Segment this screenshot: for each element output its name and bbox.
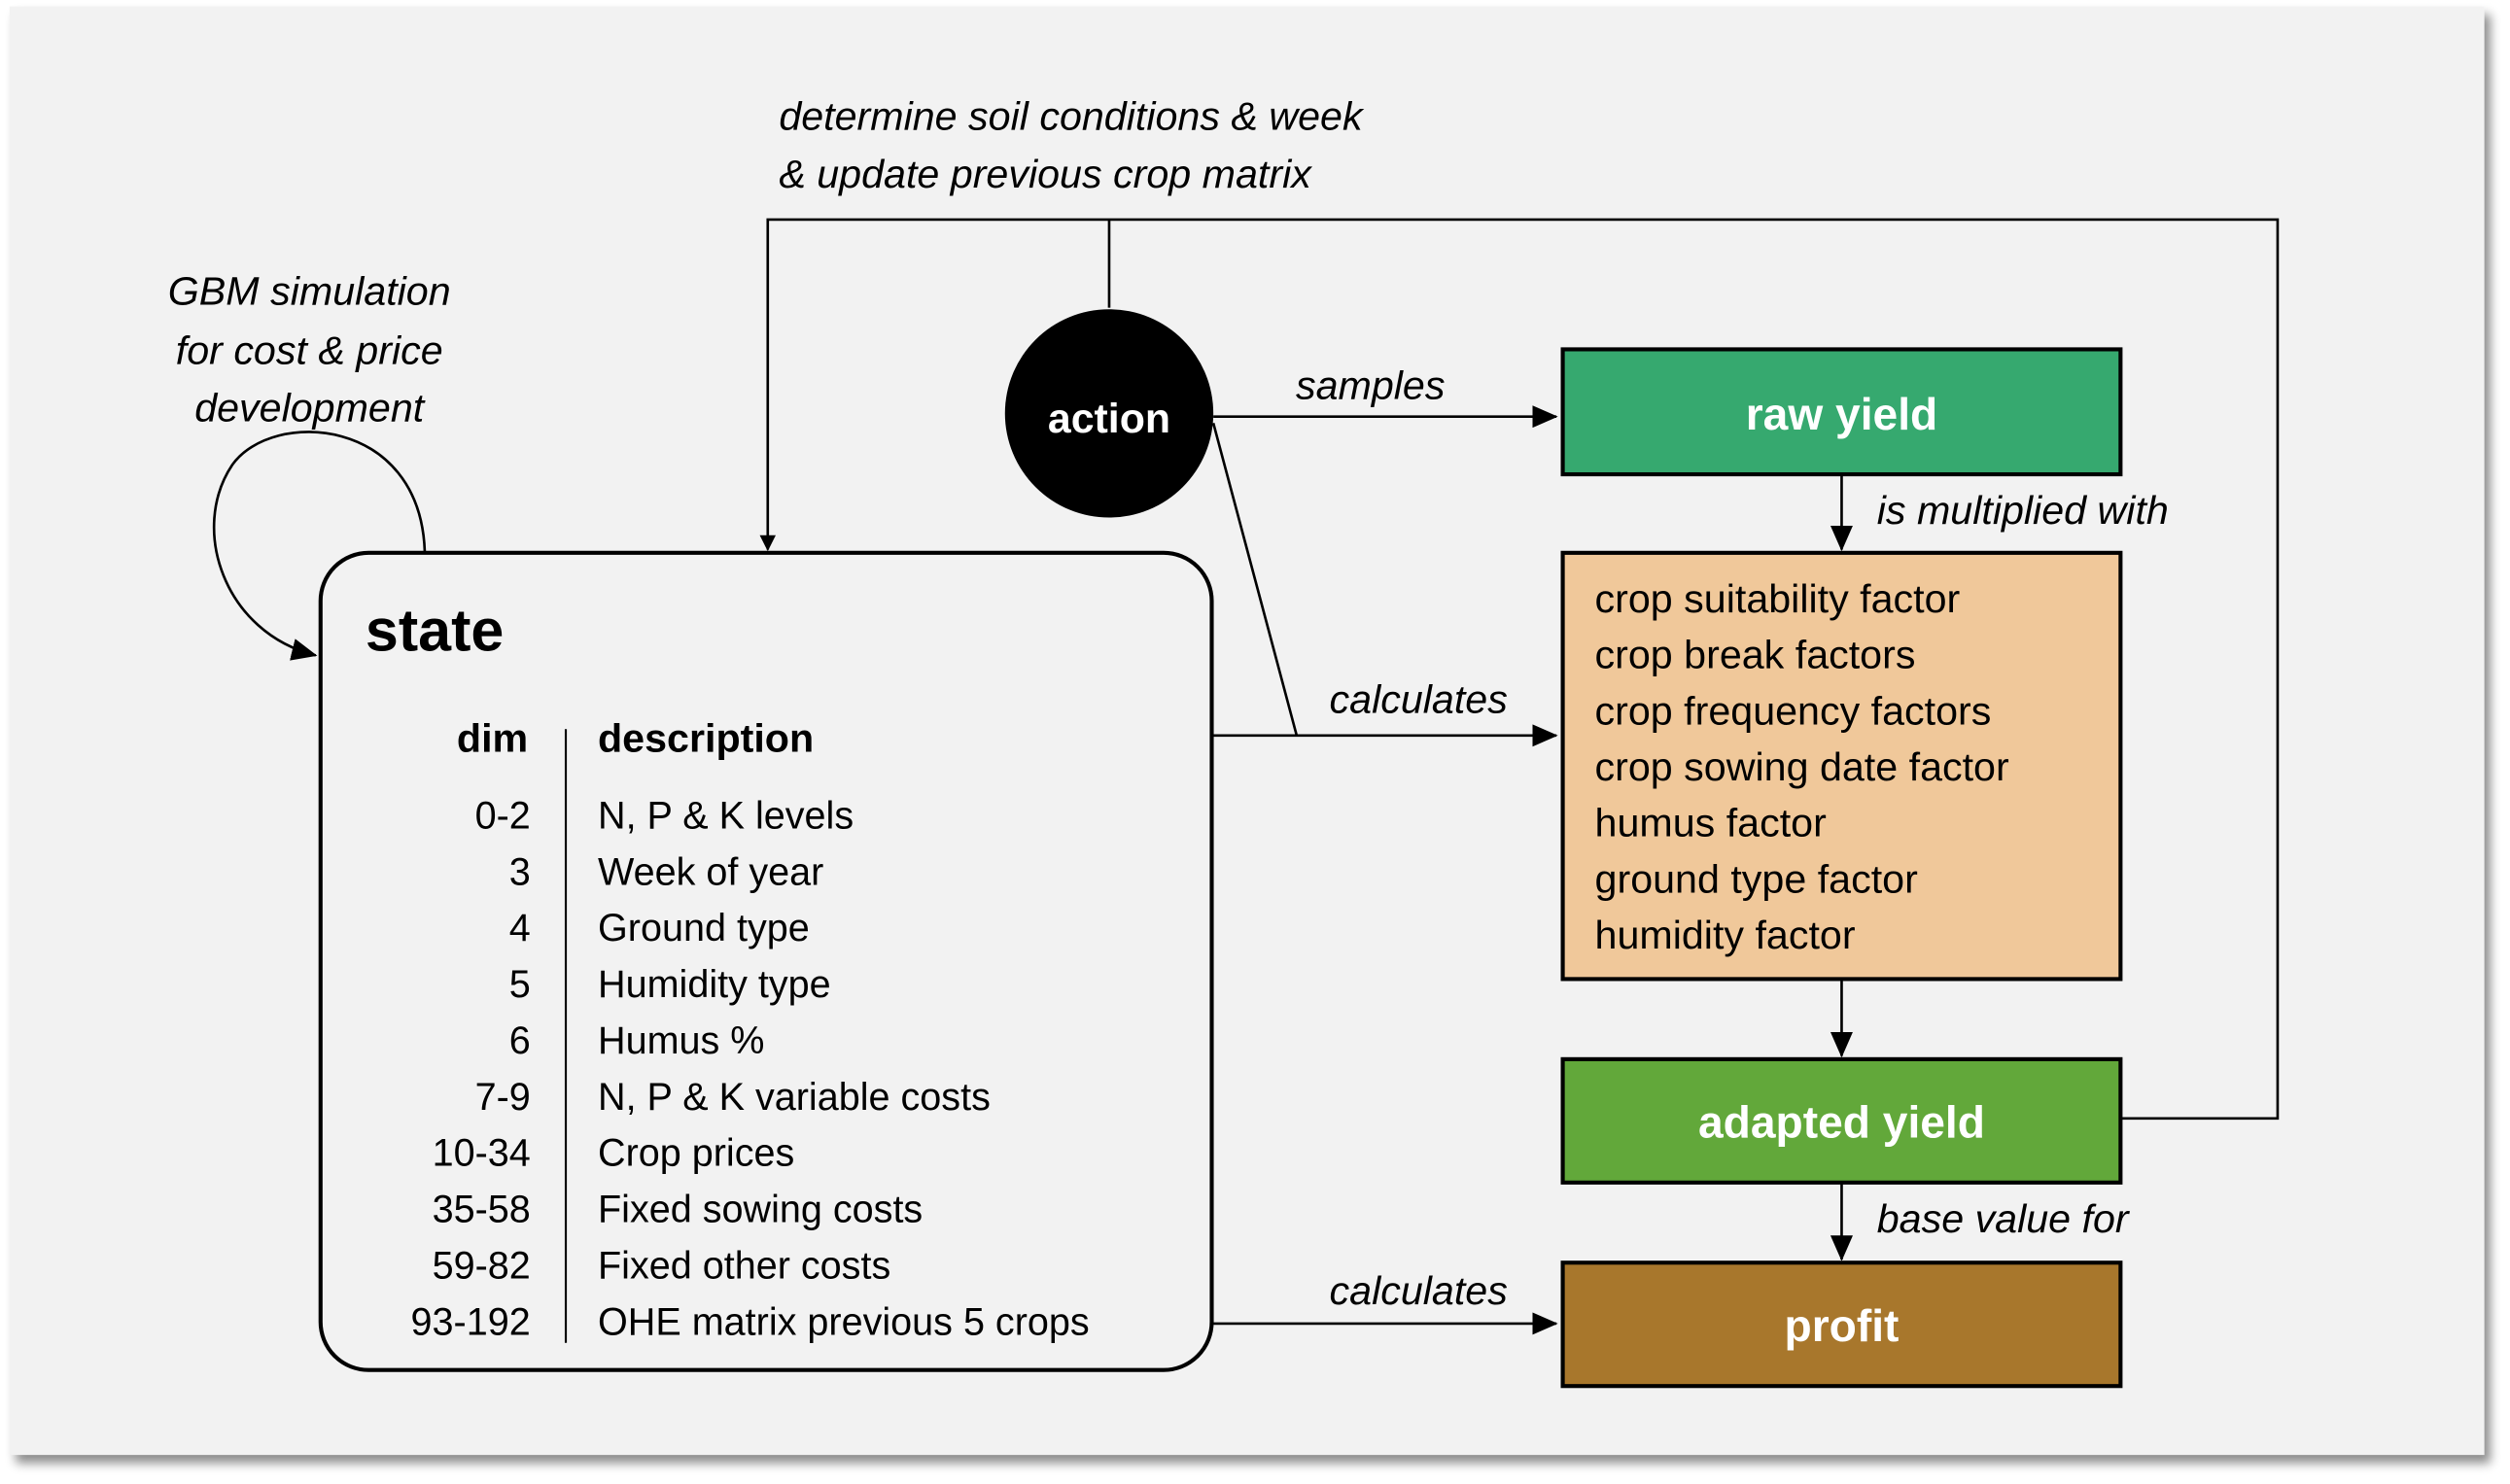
state-row-description: N, P & K levels: [598, 794, 854, 837]
state-row-dim: 4: [509, 907, 531, 949]
top-note-line2: & update previous crop matrix: [779, 152, 1312, 196]
state-row-dim: 59-82: [433, 1244, 531, 1287]
state-box: [318, 550, 1214, 1372]
state-row-description: N, P & K variable costs: [598, 1076, 991, 1119]
factor-list: crop suitability factor crop break factor…: [1595, 576, 2009, 957]
connectors: [212, 218, 2280, 1335]
factor-item: crop suitability factor: [1595, 576, 1961, 621]
col-header-description: description: [598, 715, 814, 760]
factor-item: ground type factor: [1595, 856, 1919, 901]
state-row-description: Week of year: [598, 850, 823, 893]
raw-yield-label: raw yield: [1746, 389, 1938, 439]
multiplied-label: is multiplied with: [1877, 488, 2169, 533]
factors-box: [1560, 550, 2123, 982]
action-diagonal-line: [1211, 422, 1299, 737]
calculates-factors-label: calculates: [1330, 677, 1508, 722]
state-row-dim: 0-2: [475, 794, 531, 837]
state-row-description: Humus %: [598, 1019, 764, 1062]
top-note-line1: determine soil conditions & week: [779, 94, 1365, 139]
state-row-description: Crop prices: [598, 1132, 794, 1175]
raw-yield-box: [1560, 347, 2123, 477]
factor-item: crop sowing date factor: [1595, 744, 2009, 789]
adapted-yield-label: adapted yield: [1698, 1097, 1985, 1148]
state-row-description: Fixed other costs: [598, 1244, 890, 1287]
calculates-profit-label: calculates: [1330, 1268, 1508, 1313]
state-row-dim: 3: [509, 850, 531, 893]
gbm-self-loop: [212, 431, 427, 661]
profit-box: [1560, 1260, 2123, 1389]
feedback-arrow: [759, 218, 2280, 1121]
state-row-dim: 7-9: [475, 1076, 531, 1119]
state-row-dim: 93-192: [411, 1300, 531, 1343]
state-row-description: Ground type: [598, 907, 810, 949]
factor-item: humus factor: [1595, 801, 1828, 846]
state-row-description: Fixed sowing costs: [598, 1189, 923, 1231]
factor-item: humidity factor: [1595, 913, 1856, 957]
col-header-dim: dim: [457, 715, 528, 760]
state-row-description: OHE matrix previous 5 crops: [598, 1300, 1090, 1343]
profit-label: profit: [1785, 1300, 1900, 1351]
state-row-dim: 6: [509, 1019, 531, 1062]
samples-label: samples: [1296, 363, 1445, 408]
gbm-note-line2: for cost & price: [176, 328, 443, 372]
state-row-dim: 35-58: [433, 1189, 531, 1231]
action-node: [1004, 309, 1214, 518]
state-title: state: [366, 597, 504, 663]
state-row-description: Humidity type: [598, 963, 831, 1006]
factor-item: crop frequency factors: [1595, 688, 1992, 733]
base-value-label: base value for: [1877, 1196, 2131, 1241]
state-row-dim: 10-34: [433, 1132, 531, 1175]
action-label: action: [1048, 396, 1170, 442]
adapted-yield-box: [1560, 1056, 2123, 1185]
state-table-rows: 0-2 N, P & K levels 3 Week of year 4 Ground t…: [411, 794, 1090, 1343]
state-row-dim: 5: [509, 963, 531, 1006]
factor-item: crop break factors: [1595, 633, 1916, 677]
gbm-note-line3: development: [194, 386, 426, 431]
gbm-note-line1: GBM simulation: [168, 268, 451, 313]
